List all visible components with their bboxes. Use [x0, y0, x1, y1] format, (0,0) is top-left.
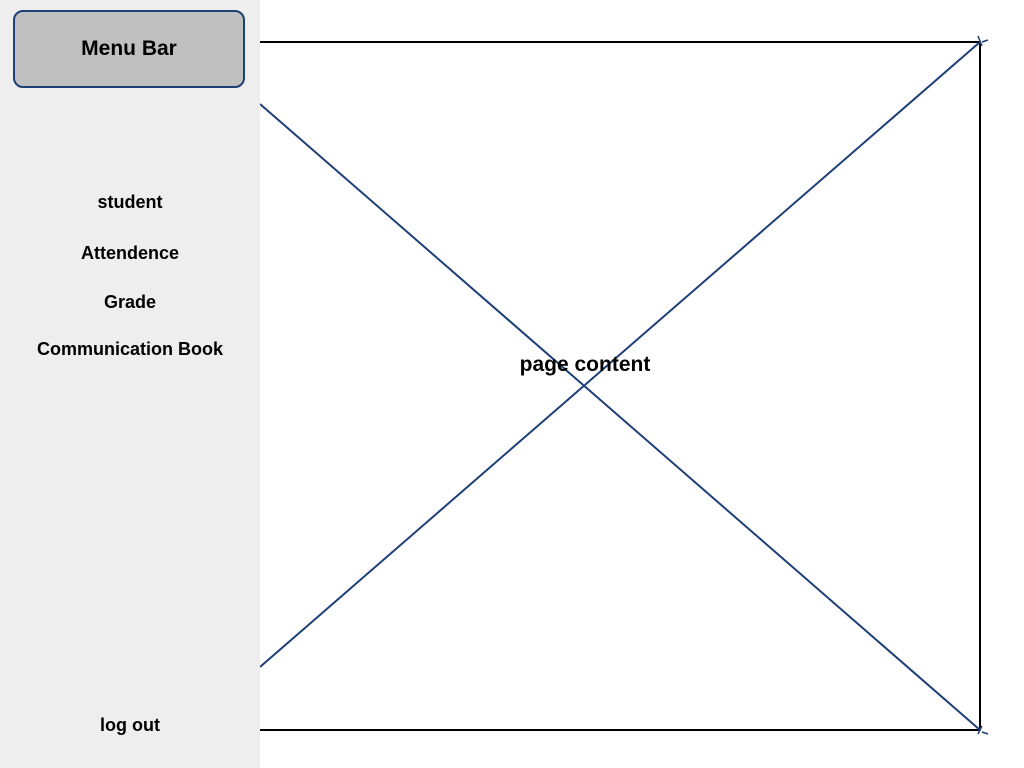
corner-mark-top: [977, 35, 989, 47]
nav-item-attendence[interactable]: Attendence: [80, 243, 179, 263]
nav-item-communication-book[interactable]: Communication Book: [36, 339, 223, 359]
diagonal-line-down: [260, 103, 981, 731]
page-content-area: page content: [260, 0, 1024, 768]
menu-bar-button[interactable]: Menu Bar: [13, 10, 245, 88]
diagonal-line-up: [260, 41, 981, 668]
page-content-label: page content: [519, 353, 651, 376]
corner-mark-bottom: [977, 725, 989, 735]
nav-item-student[interactable]: student: [97, 192, 163, 212]
logout-link[interactable]: log out: [100, 715, 160, 735]
page-content-placeholder: [260, 35, 989, 735]
nav-item-grade[interactable]: Grade: [103, 292, 157, 312]
sidebar: Menu Bar student Attendence Grade Commun…: [0, 0, 260, 768]
